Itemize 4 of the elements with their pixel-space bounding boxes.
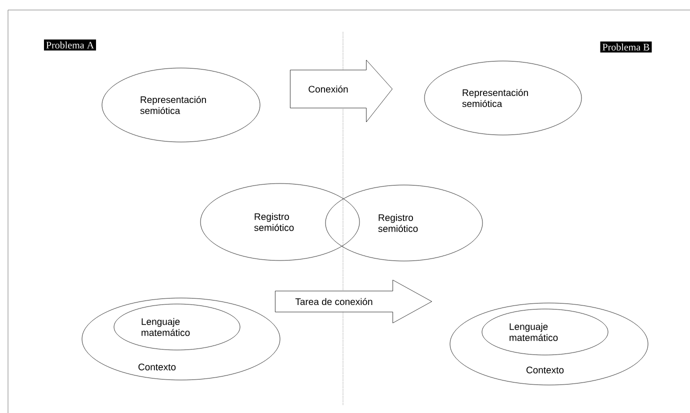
edge-label: Conexión [308, 85, 348, 93]
edge-label: Tarea de conexión [295, 298, 372, 306]
block-arrow [290, 60, 392, 122]
block-arrow [275, 280, 432, 324]
